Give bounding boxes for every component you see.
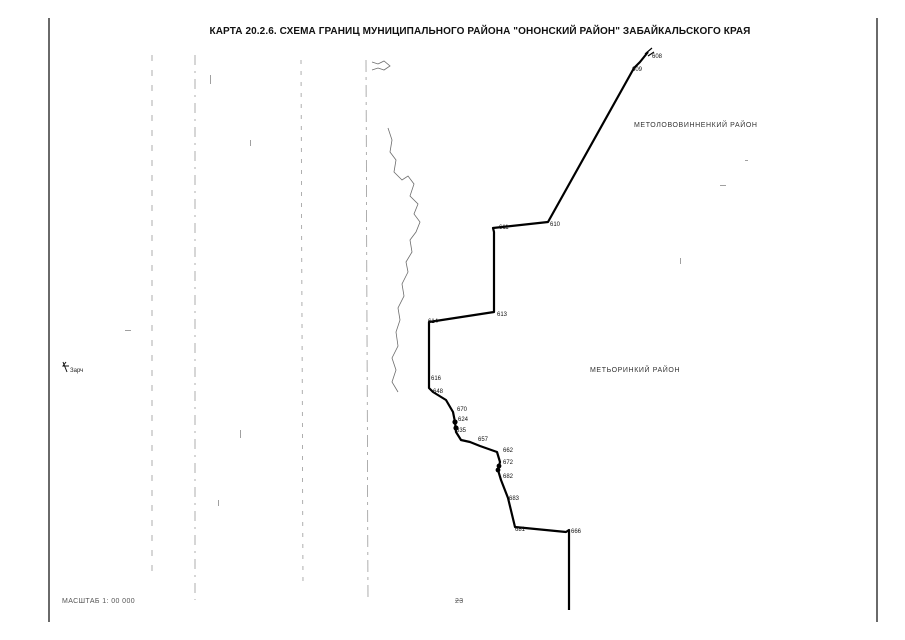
point-label: 682 — [503, 474, 514, 480]
scale-label: МАСШТАБ 1: 00 000 — [62, 598, 136, 605]
left-frame-line — [48, 18, 50, 622]
point-label: 657 — [478, 437, 489, 443]
point-label: 613 — [497, 312, 508, 318]
faint-marks — [125, 75, 748, 601]
mark — [455, 600, 463, 601]
map-title: КАРТА 20.2.6. СХЕМА ГРАНИЦ МУНИЦИПАЛЬНОГ… — [209, 26, 751, 37]
point-label: 624 — [458, 417, 469, 423]
boundary-knot — [495, 467, 501, 473]
point-label: 672 — [503, 460, 514, 466]
side-label: Зарч — [70, 368, 83, 374]
right-frame-line — [876, 18, 878, 622]
region-label-east: МЕТЬОРИНКИЙ РАЙОН — [590, 367, 681, 374]
boundary-point-labels: 608 609 610 611 613 614 616 648 670 624 … — [428, 54, 663, 535]
point-label: 670 — [457, 407, 468, 413]
boundary-tip-mark — [644, 47, 655, 57]
district-boundary — [427, 51, 649, 610]
boundary-knot — [496, 463, 502, 469]
mark — [720, 185, 726, 186]
point-label: 648 — [433, 389, 444, 395]
point-label: 681 — [515, 527, 526, 533]
point-label: 683 — [509, 496, 520, 502]
point-label: 635 — [456, 428, 467, 434]
north-arrow-icon — [62, 361, 69, 373]
dashed-line — [365, 59, 369, 601]
page-number: 23 — [455, 598, 464, 605]
point-label: 609 — [632, 67, 643, 73]
point-label: 608 — [652, 54, 663, 60]
point-label: 666 — [571, 529, 582, 535]
point-label: 611 — [499, 225, 509, 231]
boundary-knot — [453, 425, 459, 431]
mark — [125, 330, 131, 331]
point-label: 614 — [428, 319, 439, 325]
mark — [240, 430, 241, 438]
point-label: 662 — [503, 448, 514, 454]
boundary-knot — [452, 419, 458, 425]
river-line — [371, 60, 421, 393]
point-label: 616 — [431, 376, 442, 382]
mark — [218, 500, 219, 506]
mark — [210, 75, 211, 84]
mark — [250, 140, 251, 146]
mark — [745, 160, 748, 161]
dashed-grid-lines — [151, 55, 369, 601]
point-label: 610 — [550, 222, 561, 228]
region-label-north-east: МЕТОЛОВОВИННЕНКИЙ РАЙОН — [634, 122, 758, 129]
mark — [680, 258, 681, 264]
dashed-line — [300, 59, 304, 586]
